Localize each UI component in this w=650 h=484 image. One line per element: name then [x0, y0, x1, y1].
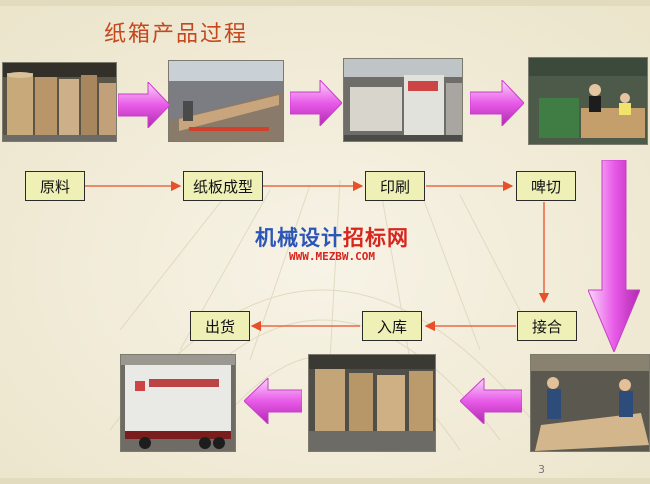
step-printing: 印刷	[365, 171, 425, 201]
photo-raw-paper-rolls	[2, 62, 117, 142]
page-number: 3	[538, 463, 545, 476]
step-joining: 接合	[517, 311, 577, 341]
step-shipping: 出货	[190, 311, 250, 341]
photo-die-cutting	[528, 57, 648, 145]
big-arrow-down	[588, 160, 640, 352]
photo-truck-shipping	[120, 354, 236, 452]
big-arrow-right-1	[118, 82, 170, 128]
page-title: 纸箱产品过程	[104, 16, 248, 48]
big-arrow-right-2	[290, 80, 342, 126]
photo-corrugator-machine	[168, 60, 284, 142]
step-warehousing: 入库	[362, 311, 422, 341]
big-arrow-left-2	[244, 378, 302, 424]
photo-warehouse-storage	[308, 354, 436, 452]
watermark-part1: 机械设计	[255, 225, 343, 250]
step-raw-material: 原料	[25, 171, 85, 201]
step-die-cutting: 啤切	[516, 171, 576, 201]
watermark-part2: 招标网	[343, 225, 409, 250]
photo-printing-machine	[343, 58, 463, 142]
big-arrow-right-3	[470, 80, 524, 126]
step-board-forming: 纸板成型	[183, 171, 263, 201]
big-arrow-left-1	[460, 378, 522, 424]
photo-joining-workers	[530, 354, 650, 452]
watermark: 机械设计招标网 WWW.MEZBW.COM	[255, 222, 409, 263]
